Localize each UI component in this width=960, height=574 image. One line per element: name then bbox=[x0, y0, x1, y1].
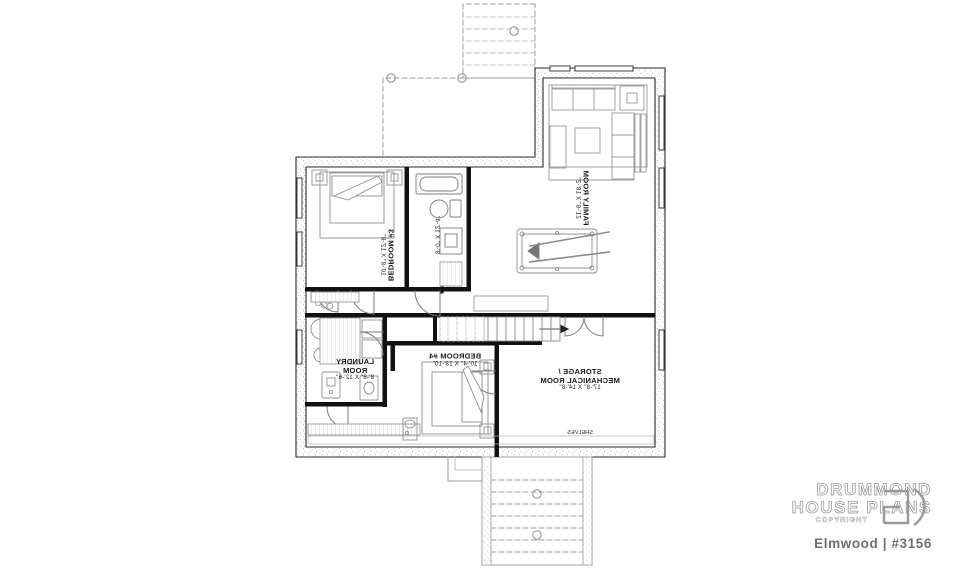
laundry-equipment bbox=[319, 317, 383, 401]
room-label-bedroom-3: BEDROOM #3 10'-8" X 12'-8" bbox=[379, 228, 396, 282]
room-dimension-bathroom: 8'-0" X 12'-4" bbox=[433, 216, 441, 254]
room-label-storage-mechanical: STORAGE / MECHANICAL ROOM 17'-8" X 14'-8… bbox=[540, 367, 620, 392]
room-name-bedroom-3: BEDROOM #3 bbox=[386, 228, 396, 282]
plan-title: Elmwood | #3156 bbox=[814, 536, 932, 551]
room-dimension-family-room: 21'-8" X 18'-2" bbox=[575, 177, 583, 219]
room-label-family-room: FAMILY ROOM 21'-8" X 18'-2" bbox=[574, 170, 591, 226]
shelves-text: SHELVES bbox=[567, 429, 593, 436]
lower-deck-outline bbox=[447, 456, 593, 566]
pool-table bbox=[516, 228, 610, 274]
branding-block: DRUMMOND HOUSE PLANS COPYRIGHT Elmwood |… bbox=[791, 480, 932, 551]
room-dimension-storage: 17'-8" X 14'-8" bbox=[559, 384, 601, 392]
room-dimension-bedroom-3: 10'-8" X 12'-8" bbox=[380, 234, 388, 276]
room-name-family-room: FAMILY ROOM bbox=[581, 170, 591, 226]
brand-line-2: HOUSE PLANS bbox=[791, 497, 932, 517]
brand-copyright: COPYRIGHT bbox=[815, 517, 868, 525]
upper-deck-outline bbox=[382, 3, 536, 159]
room-dimension-laundry: 8'-8" X 12'-6" bbox=[336, 374, 374, 382]
staircase bbox=[433, 295, 570, 342]
shelves-label: SHELVES bbox=[567, 430, 593, 436]
brand-line-1: DRUMMOND bbox=[816, 480, 932, 500]
interior-walls bbox=[305, 167, 655, 457]
family-room-furniture bbox=[548, 84, 648, 181]
room-label-bedroom-4: BEDROOM #4 10'-4" X 13'-10" bbox=[429, 351, 481, 367]
room-label-bathroom: 8'-0" X 12'-4" bbox=[433, 216, 440, 254]
bedroom4-furniture bbox=[402, 359, 495, 441]
room-dimension-bedroom-4: 10'-4" X 13'-10" bbox=[432, 359, 478, 367]
windows bbox=[296, 65, 665, 371]
bathroom-fixtures bbox=[415, 173, 463, 287]
bedroom3-furniture bbox=[310, 169, 403, 303]
drummond-bracket-logo-icon bbox=[882, 488, 926, 527]
room-label-laundry-room: LAUNDRY ROOM 8'-8" X 12'-6" bbox=[336, 357, 374, 382]
